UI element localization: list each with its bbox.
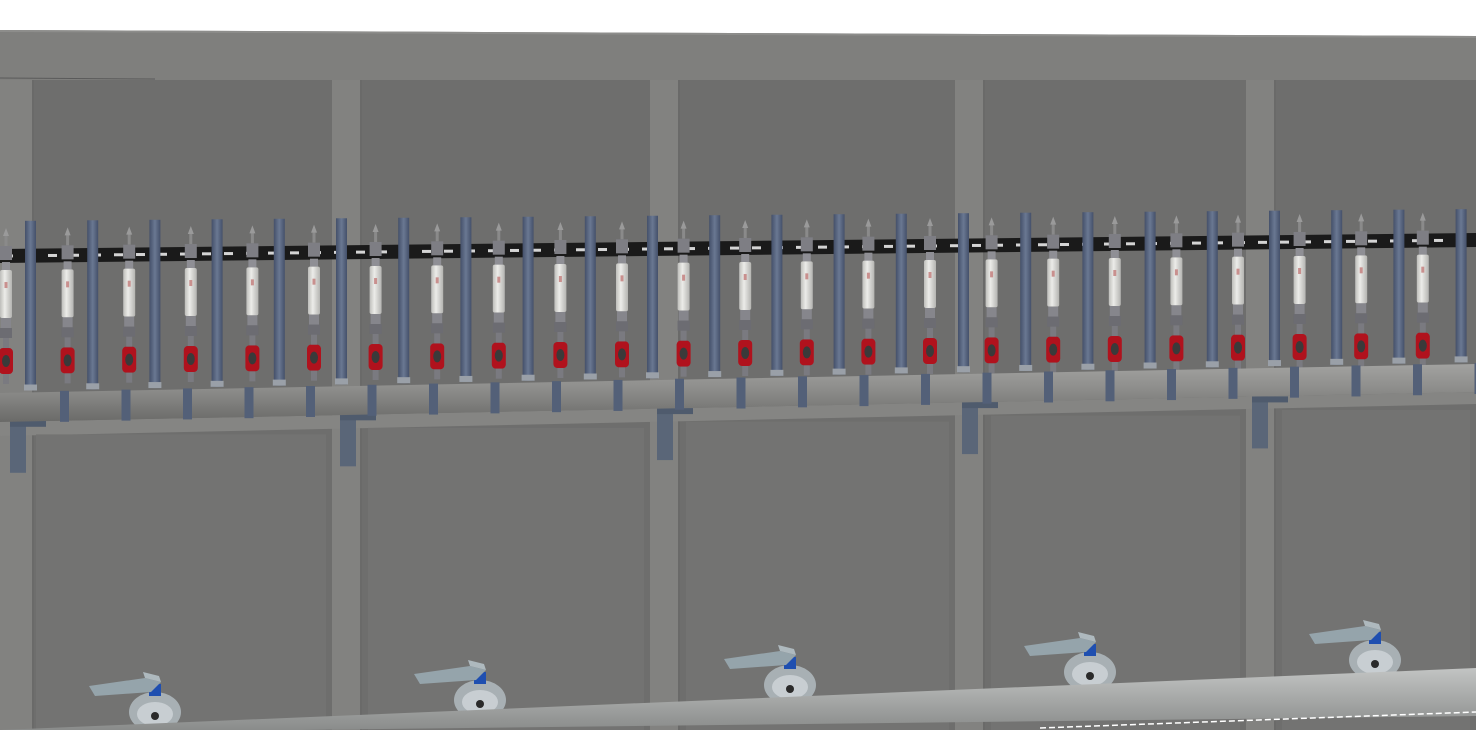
vertical-pipe <box>771 214 783 376</box>
pipe-coupling <box>1105 370 1115 402</box>
lower-panel <box>36 434 326 730</box>
flowmeter <box>1169 215 1184 372</box>
butterfly-valve <box>1309 620 1401 680</box>
bracket <box>1252 396 1268 449</box>
pipe-coupling <box>1474 363 1476 395</box>
vertical-pipe <box>709 215 721 378</box>
pipe-coupling <box>1351 365 1361 397</box>
lower-panel <box>686 421 949 730</box>
pipe-coupling <box>1228 367 1238 399</box>
vertical-pipe <box>958 213 969 373</box>
vertical-pipe <box>273 218 285 386</box>
butterfly-valve <box>724 645 816 705</box>
flowmeter <box>1231 214 1245 371</box>
pipe-coupling <box>183 388 192 420</box>
vertical-pipe <box>336 218 347 385</box>
flowmeter <box>553 222 568 379</box>
vertical-pipe <box>1020 212 1032 371</box>
upper-panel <box>1276 80 1476 380</box>
header-brackets <box>10 396 1288 473</box>
flowmeter <box>1107 216 1122 373</box>
flowmeter <box>799 219 814 376</box>
bracket <box>962 402 978 455</box>
vertical-pipe <box>1331 210 1343 365</box>
vertical-pipes <box>24 209 1468 391</box>
pipe-coupling <box>552 381 561 413</box>
lower-panels <box>36 409 1470 730</box>
flowmeter <box>0 228 13 385</box>
lower-panel <box>991 415 1240 730</box>
pipe-coupling <box>121 389 131 421</box>
flowmeter <box>1354 213 1369 370</box>
flowmeter <box>676 220 691 377</box>
upper-panel <box>30 80 332 380</box>
bracket <box>657 408 673 461</box>
vertical-pipe <box>211 219 223 387</box>
pipe-coupling <box>306 385 315 417</box>
vertical-pipe <box>398 217 410 384</box>
pipe-coupling <box>367 384 377 416</box>
flowmeter <box>245 225 260 382</box>
butterfly-valves <box>89 620 1401 730</box>
vertical-pipe <box>1082 212 1094 370</box>
flowmeter <box>738 220 753 377</box>
pipe-coupling <box>1167 369 1176 401</box>
flowmeter <box>984 217 999 374</box>
flowmeter <box>307 224 321 381</box>
flowmeter <box>491 222 506 379</box>
bracket <box>10 420 26 473</box>
flowmeter <box>1415 212 1430 369</box>
vertical-pipe <box>1455 209 1467 363</box>
flowmeter <box>861 218 876 375</box>
tank-top-frame <box>0 30 1476 80</box>
vertical-pipe <box>1206 211 1218 368</box>
pipe-coupling <box>60 390 69 422</box>
vertical-pipe <box>1144 211 1156 369</box>
vertical-pipe <box>833 214 845 375</box>
flowmeter <box>430 223 445 380</box>
pipe-coupling <box>921 373 930 405</box>
vertical-pipe <box>584 216 596 380</box>
vertical-pipe <box>522 216 534 381</box>
pipe-coupling <box>798 376 807 408</box>
upper-panel <box>680 80 955 380</box>
flowmeter <box>60 227 75 384</box>
butterfly-valve <box>89 672 181 730</box>
vertical-pipe <box>149 219 161 389</box>
flowmeter <box>1046 216 1061 373</box>
bracket <box>340 414 356 467</box>
pipe-coupling <box>1290 366 1299 398</box>
flowmeter <box>122 226 137 383</box>
flowmeter-row <box>0 212 1430 385</box>
flowmeter <box>615 221 629 378</box>
header-pipe <box>0 363 1476 422</box>
butterfly-valve <box>1024 632 1116 692</box>
flowmeter <box>1292 213 1307 370</box>
vertical-pipe <box>25 220 36 391</box>
pipe-coupling <box>429 383 438 415</box>
vertical-pipe <box>1269 210 1280 367</box>
pipe-coupling <box>736 377 746 409</box>
pipe-coupling <box>982 372 992 404</box>
pipe-coupling <box>613 379 623 411</box>
pipe-coupling <box>244 387 254 419</box>
lower-panel <box>368 427 644 730</box>
vertical-pipe <box>1393 209 1405 364</box>
vertical-pipe <box>895 213 907 374</box>
flowmeter <box>923 218 937 375</box>
bottom-pipe <box>0 668 1476 730</box>
vertical-pipe <box>87 220 99 390</box>
pipe-coupling <box>1044 371 1053 403</box>
pipe-coupling <box>675 378 684 410</box>
pipe-coupling <box>1413 364 1422 396</box>
flowmeter <box>183 226 198 383</box>
pipe-coupling <box>859 375 869 407</box>
vertical-pipe <box>647 215 658 379</box>
pipe-coupling <box>490 382 500 414</box>
upper-panel <box>362 80 650 380</box>
flowmeter <box>368 224 383 381</box>
vertical-pipe <box>460 217 472 382</box>
